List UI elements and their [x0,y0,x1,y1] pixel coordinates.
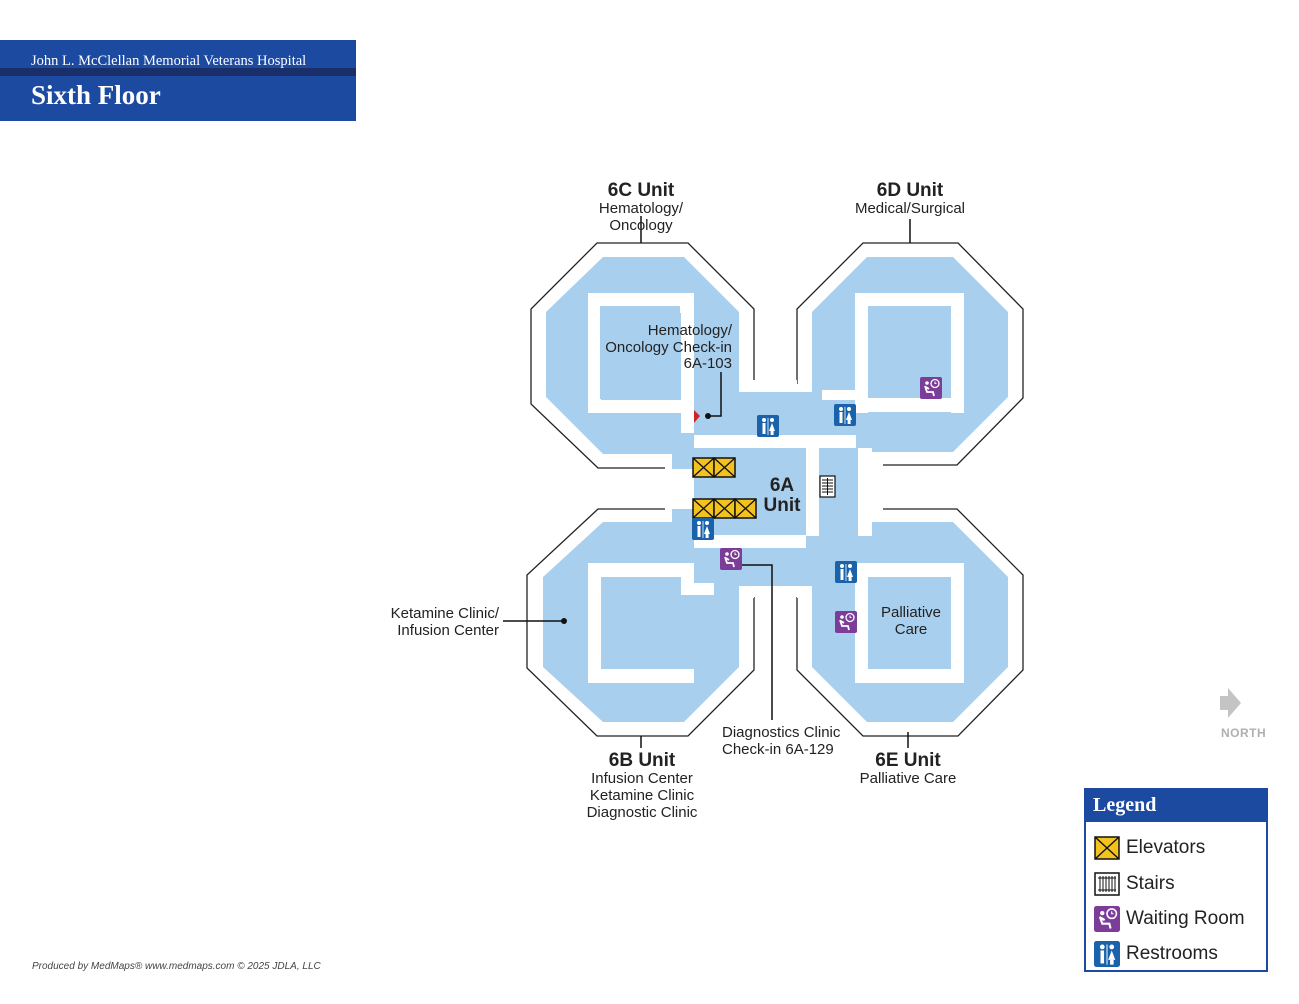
waiting-room-icon [834,610,858,634]
unit-6c-sub2: Oncology [609,217,673,234]
restroom-icon [834,560,858,584]
credit-line: Produced by MedMaps® www.medmaps.com © 2… [32,961,321,972]
ketamine-line2: Infusion Center [397,622,499,639]
unit-6b-sub1: Infusion Center [591,770,693,787]
entrance-marker [694,410,700,423]
legend-label: Stairs [1126,873,1175,894]
unit-6d-sub1: Medical/Surgical [855,200,965,217]
unit-6a-line1: 6A [770,475,795,496]
restroom-icon [691,517,715,541]
floor-title: Sixth Floor [31,80,161,110]
stairs-icon [819,475,836,498]
unit-6d-title: 6D Unit [877,180,944,201]
legend-item-waiting-room: Waiting Room [1094,905,1245,933]
checkin-dot [705,413,711,419]
diagnostics-line1: Diagnostics Clinic [722,724,841,741]
header: John L. McClellan Memorial Veterans Hosp… [0,40,356,121]
palliative-line1: Palliative [881,604,941,621]
waiting-room-icon [719,547,743,571]
ketamine-dot [561,618,567,624]
elevator-icon [692,457,715,478]
waiting-room-icon [919,376,943,400]
elevator-icon [1094,836,1120,860]
unit-6c-sub1: Hematology/ [599,200,684,217]
legend-item-restrooms: Restrooms [1094,940,1218,968]
elevator-icon [713,498,736,519]
leader-lines [503,216,911,748]
north-arrow-icon [1220,688,1241,718]
north-indicator: NORTH [1215,686,1267,746]
hospital-name: John L. McClellan Memorial Veterans Hosp… [31,53,307,69]
unit-6e-title: 6E Unit [875,750,941,771]
restroom-icon [833,403,857,427]
hem-checkin-line3: 6A-103 [684,355,732,372]
palliative-line2: Care [895,621,928,638]
hem-checkin-line2: Oncology Check-in [605,339,732,356]
hem-checkin-line1: Hematology/ [648,322,733,339]
unit-6b-sub2: Ketamine Clinic [590,787,695,804]
north-label: NORTH [1221,726,1267,740]
waiting-room-icon [1094,906,1120,932]
legend-item-elevators: Elevators [1094,834,1205,862]
legend-label: Elevators [1126,837,1206,858]
elevator-icon [713,457,736,478]
ketamine-line1: Ketamine Clinic/ [391,605,500,622]
unit-6b-title: 6B Unit [609,750,676,771]
legend-label: Restrooms [1126,943,1218,964]
restroom-icon [756,414,780,438]
unit-6c-title: 6C Unit [608,180,675,201]
restroom-icon [1094,941,1120,967]
building-outline [526,242,1024,737]
legend-item-stairs: Stairs [1094,870,1175,898]
unit-6a-line2: Unit [764,495,802,516]
unit-6b-sub3: Diagnostic Clinic [587,804,698,821]
legend: Legend Elevators Stairs Waiting Room [1084,788,1268,972]
diagnostics-line2: Check-in 6A-129 [722,741,834,758]
elevator-icon [734,498,757,519]
elevator-icon [692,498,715,519]
unit-6e-sub1: Palliative Care [860,770,957,787]
stairs-icon [1094,872,1120,896]
legend-label: Waiting Room [1126,908,1245,929]
legend-title: Legend [1086,790,1266,822]
header-band [0,68,356,76]
